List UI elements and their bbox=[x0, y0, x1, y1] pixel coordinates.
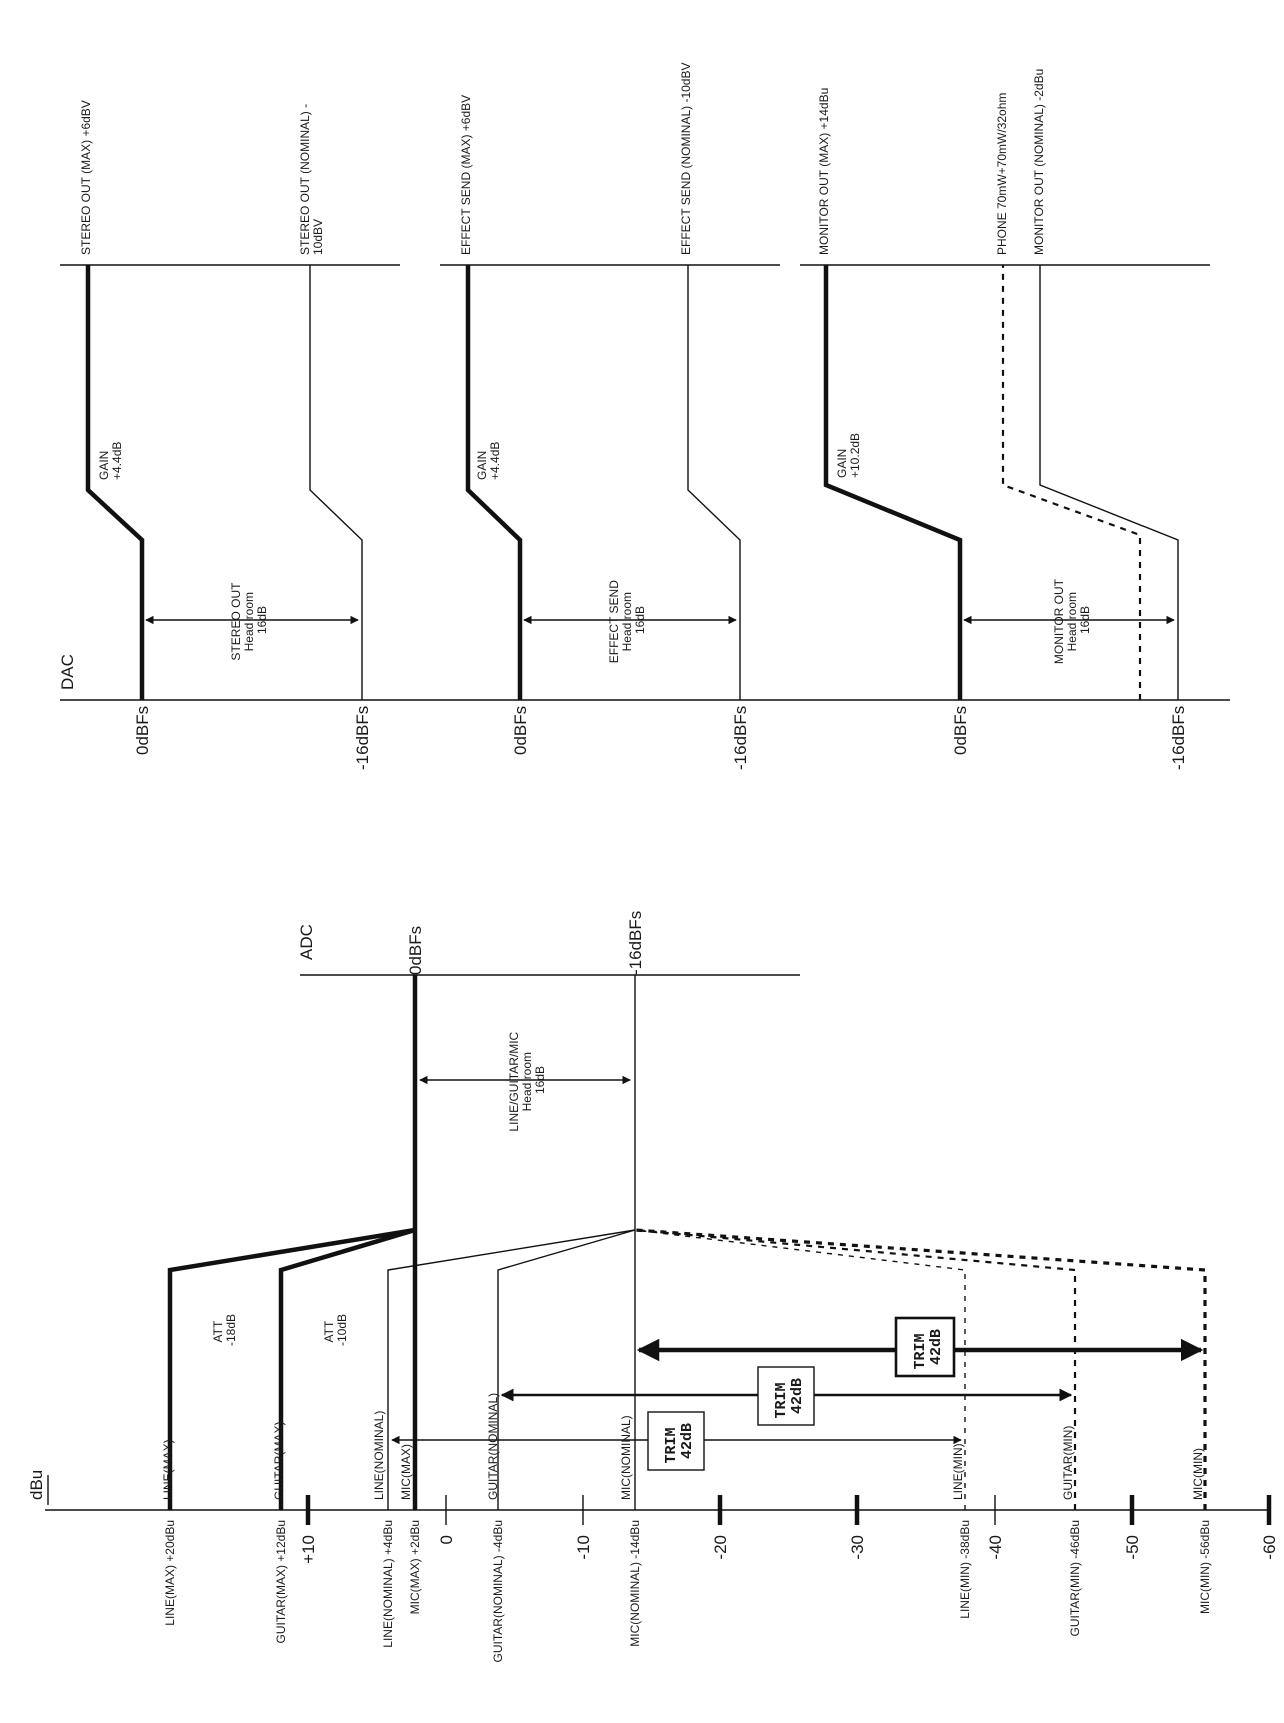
tag-line-min: LINE(MIN) bbox=[951, 1443, 965, 1500]
stereo-0dbfs-label: 0dBFs bbox=[133, 706, 152, 755]
monitor-out-panel: MONITOR OUT Head room 16dB GAIN +10.2dB … bbox=[800, 69, 1210, 770]
effect-max-path bbox=[465, 265, 523, 700]
stereo-max-label: STEREO OUT (MAX) +6dBV bbox=[79, 100, 93, 255]
value-line-min: LINE(MIN) -38dBu bbox=[958, 1520, 972, 1619]
value-mic-max: MIC(MAX) +2dBu bbox=[408, 1520, 422, 1614]
dbu-unit-label: dBu bbox=[27, 1470, 46, 1500]
dac-section: DAC STEREO OUT Head room 16dB GAIN +4.4d… bbox=[58, 63, 1230, 770]
stereo-gain-label: GAIN +4.4dB bbox=[97, 442, 124, 480]
tag-mic-nominal: MIC(NOMINAL) bbox=[619, 1415, 633, 1500]
trim-box-guitar bbox=[757, 1366, 815, 1426]
tag-line-max: LINE(MAX) bbox=[161, 1439, 175, 1500]
monitor-gain-label: GAIN +10.2dB bbox=[835, 433, 862, 478]
adc-headroom-label: LINE/GUITAR/MIC Head room 16dB bbox=[507, 1028, 547, 1131]
tick-label-minus40: -40 bbox=[986, 1535, 1005, 1560]
line-nominal-path bbox=[387, 1229, 636, 1510]
tag-guitar-nominal: GUITAR(NOMINAL) bbox=[486, 1393, 500, 1500]
trim-box-guitar-text: TRIM 42dB bbox=[773, 1373, 806, 1418]
tag-line-nominal: LINE(NOMINAL) bbox=[372, 1411, 386, 1500]
scale-ticks bbox=[305, 1495, 1272, 1525]
value-guitar-min: GUITAR(MIN) -46dBu bbox=[1068, 1520, 1082, 1636]
mic-min-path bbox=[634, 1228, 1207, 1510]
line-max-path bbox=[167, 1227, 416, 1510]
effect-16dbfs-label: -16dBFs bbox=[731, 706, 750, 770]
stereo-headroom-label: STEREO OUT Head room 16dB bbox=[229, 579, 269, 660]
value-guitar-nominal: GUITAR(NOMINAL) -4dBu bbox=[491, 1520, 505, 1662]
value-mic-nominal: MIC(NOMINAL) -14dBu bbox=[628, 1520, 642, 1647]
effect-nominal-label: EFFECT SEND (NOMINAL) -10dBV bbox=[679, 63, 693, 255]
att-guitar-label: ATT -10dB bbox=[322, 1314, 349, 1346]
monitor-nominal-path bbox=[1039, 265, 1179, 700]
monitor-max-path bbox=[823, 265, 963, 700]
monitor-phone-label: PHONE 70mW+70mW/32ohm bbox=[995, 93, 1009, 255]
adc-16dbfs-label: -16dBFs bbox=[626, 911, 645, 975]
guitar-min-path bbox=[634, 1228, 1077, 1510]
trim-box-mic bbox=[894, 1316, 956, 1378]
line-min-path bbox=[634, 1229, 966, 1510]
tick-label-minus20: -20 bbox=[711, 1535, 730, 1560]
effect-gain-label: GAIN +4.4dB bbox=[475, 442, 502, 480]
value-line-max: LINE(MAX) +20dBu bbox=[163, 1520, 177, 1626]
tick-label-0: 0 bbox=[437, 1535, 456, 1544]
tick-label-plus10: +10 bbox=[299, 1535, 318, 1564]
stereo-out-panel: STEREO OUT Head room 16dB GAIN +4.4dB ST… bbox=[60, 100, 1230, 701]
tag-mic-min: MIC(MIN) bbox=[1191, 1448, 1205, 1500]
effect-send-panel: EFFECT SEND Head room 16dB GAIN +4.4dB E… bbox=[440, 63, 780, 770]
tick-label-minus60: -60 bbox=[1260, 1535, 1279, 1560]
monitor-16dbfs-label: -16dBFs bbox=[1169, 706, 1188, 770]
adc-0dbfs-label: 0dBFs bbox=[406, 926, 425, 975]
stereo-nominal-path bbox=[309, 265, 363, 700]
stereo-max-path bbox=[85, 265, 145, 700]
guitar-max-path bbox=[278, 1227, 416, 1510]
adc-title: ADC bbox=[297, 924, 316, 960]
trim-box-line-text: TRIM 42dB bbox=[663, 1418, 696, 1463]
att-line-label: ATT -18dB bbox=[211, 1314, 238, 1346]
tick-label-minus10: -10 bbox=[574, 1535, 593, 1560]
effect-headroom-label: EFFECT SEND Head room 16dB bbox=[607, 577, 647, 663]
guitar-nominal-path bbox=[497, 1229, 636, 1510]
tag-mic-max: MIC(MAX) bbox=[399, 1444, 413, 1500]
dac-title: DAC bbox=[58, 654, 77, 690]
adc-section: dBu ADC 0dBFs -16dBFs LINE/GUITAR/MIC He… bbox=[27, 911, 1279, 1663]
stereo-nominal-label: STEREO OUT (NOMINAL) - 10dBV bbox=[298, 101, 325, 255]
value-guitar-max: GUITAR(MAX) +12dBu bbox=[274, 1520, 288, 1643]
monitor-0dbfs-label: 0dBFs bbox=[951, 706, 970, 755]
tick-label-minus50: -50 bbox=[1123, 1535, 1142, 1560]
monitor-nominal-label: MONITOR OUT (NOMINAL) -2dBu bbox=[1032, 69, 1046, 255]
tag-guitar-max: GUITAR(MAX) bbox=[272, 1422, 286, 1500]
monitor-headroom-label: MONITOR OUT Head room 16dB bbox=[1052, 576, 1092, 664]
stereo-16dbfs-label: -16dBFs bbox=[353, 706, 372, 770]
effect-nominal-path bbox=[687, 265, 741, 700]
tag-guitar-min: GUITAR(MIN) bbox=[1061, 1426, 1075, 1500]
monitor-max-label: MONITOR OUT (MAX) +14dBu bbox=[817, 88, 831, 255]
value-mic-min: MIC(MIN) -56dBu bbox=[1198, 1520, 1212, 1614]
monitor-phone-path bbox=[1001, 265, 1142, 700]
effect-max-label: EFFECT SEND (MAX) +6dBV bbox=[459, 95, 473, 255]
tick-label-minus30: -30 bbox=[848, 1535, 867, 1560]
effect-0dbfs-label: 0dBFs bbox=[511, 706, 530, 755]
trim-box-line bbox=[647, 1411, 705, 1471]
value-line-nominal: LINE(NOMINAL) +4dBu bbox=[381, 1520, 395, 1648]
trim-box-mic-text: TRIM 42dB bbox=[912, 1324, 945, 1369]
